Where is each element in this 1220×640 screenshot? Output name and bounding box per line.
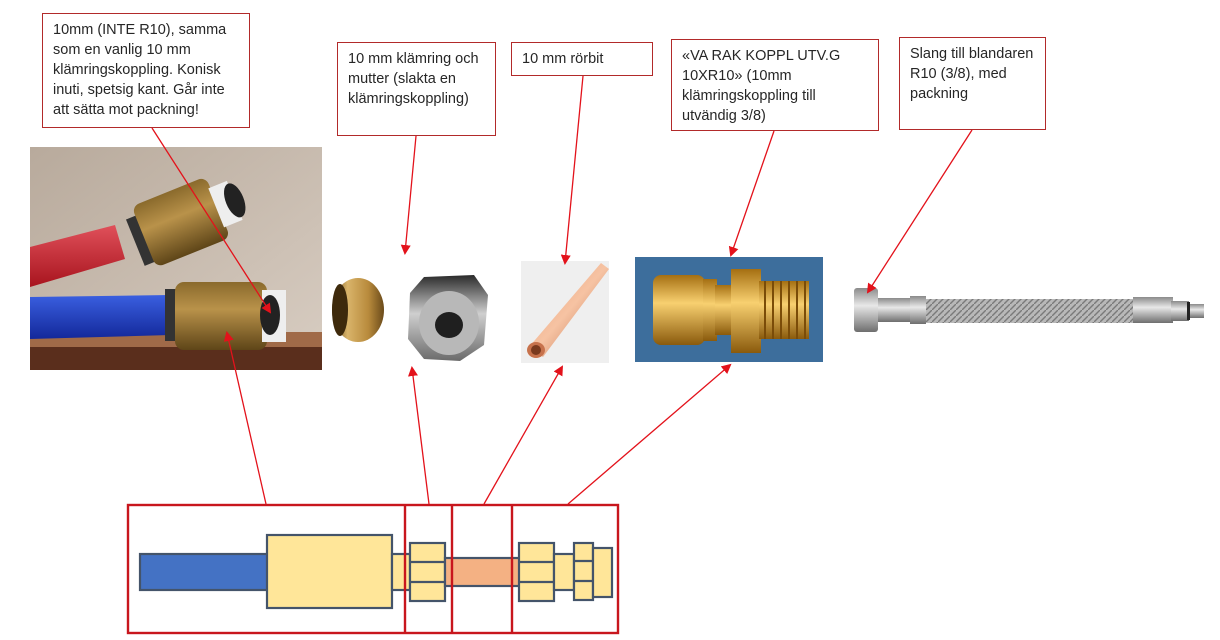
callout-ring-nut: 10 mm klämring och mutter (slakta en klä… (337, 42, 496, 136)
photo-hose (848, 280, 1208, 340)
copper-pipe-illustration (527, 263, 609, 358)
hose-braid (926, 299, 1136, 323)
schematic-nut-2 (517, 541, 556, 603)
leader-pipe (560, 75, 584, 265)
schematic-copper-pipe (443, 556, 522, 588)
schematic-fitting-stub (390, 552, 412, 592)
schematic-adapter-hex (572, 541, 595, 602)
ring-nut-illustration (332, 275, 488, 361)
photo-adapter (635, 257, 823, 362)
hose-nut (854, 288, 878, 332)
fitting-photo-illustration (30, 147, 322, 370)
blue-pipe (30, 295, 170, 339)
schematic-adapter-thread (591, 546, 614, 599)
hose-male-thread (1190, 304, 1204, 318)
photo-pipe (521, 261, 609, 363)
adapter-illustration (653, 269, 809, 353)
leader-ring-nut (400, 135, 417, 255)
photo-ring-nut (328, 265, 508, 370)
frame-outer (126, 503, 620, 635)
callout-adapter: «VA RAK KOPPL UTV.G 10XR10» (10mm klämri… (671, 39, 879, 131)
callout-fitting: 10mm (INTE R10), samma som en vanlig 10 … (42, 13, 250, 128)
leader-hose (866, 129, 973, 294)
schematic-frames (126, 503, 620, 635)
schematic (138, 533, 614, 610)
leader-adapter (728, 130, 775, 257)
schematic-adapter-body (552, 552, 576, 592)
schematic-pex-pipe (138, 552, 270, 592)
compression-nut (408, 275, 488, 361)
schematic-nut-1 (408, 541, 447, 603)
adapter-thread (764, 281, 806, 339)
arrow-to-pipe (483, 365, 563, 505)
arrow-to-adapter (567, 363, 732, 505)
compression-ring (332, 278, 384, 342)
red-pipe (30, 225, 125, 287)
callout-pipe: 10 mm rörbit (511, 42, 653, 76)
arrow-to-ring-nut (408, 366, 430, 505)
blue-pipe-fitting (165, 282, 286, 350)
braided-hose-illustration (854, 288, 1204, 332)
photo-fitting (30, 147, 322, 370)
schematic-push-fitting (265, 533, 394, 610)
callout-hose: Slang till blandaren R10 (3/8), med pack… (899, 37, 1046, 130)
